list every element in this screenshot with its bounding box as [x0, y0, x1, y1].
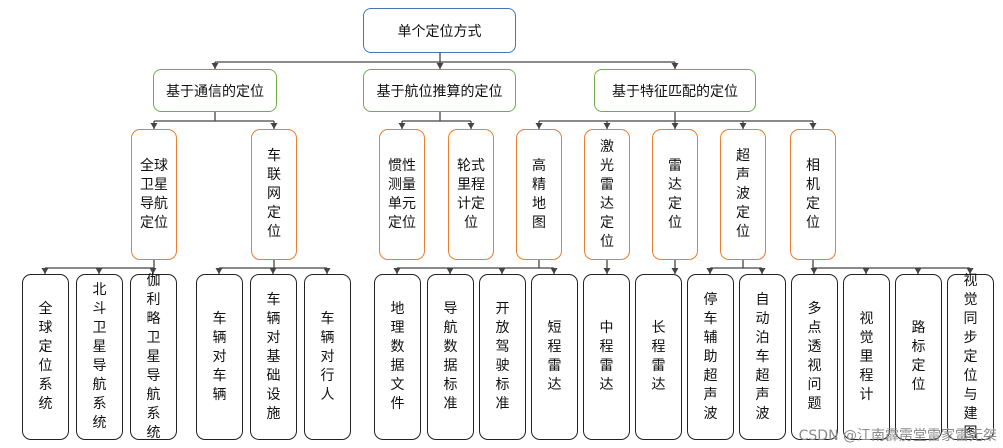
leaf-pnp: 多点透视问题: [791, 274, 838, 440]
leaf-galileo-label: 伽利略卫星导航系统: [146, 272, 161, 441]
leaf-landmark: 路标定位: [895, 274, 942, 440]
connector-arrowhead: [498, 268, 506, 274]
connector-arrowhead: [398, 123, 406, 129]
connector-arrowhead: [215, 268, 223, 274]
connector-arrowhead: [269, 268, 277, 274]
watermark: CSDN @江南霹雳堂雷家雷无桀: [798, 428, 997, 444]
connector-arrowhead: [603, 123, 611, 129]
leaf-v2i: 车辆对基础设施: [250, 274, 297, 440]
connector-arrowhead: [41, 268, 49, 274]
method-camera: 相机定位: [790, 129, 836, 260]
connector-arrowhead: [95, 268, 103, 274]
connector-arrowhead: [446, 268, 454, 274]
method-ultrasonic: 超声波定位: [720, 129, 766, 260]
method-lidar: 激光雷达定位: [584, 129, 630, 260]
method-hd-map-label: 高精地图: [532, 157, 546, 231]
connector-arrowhead: [914, 268, 922, 274]
leaf-v2p: 车辆对行人: [304, 274, 351, 440]
leaf-vslam: 视觉同步定位与建图: [947, 272, 994, 441]
method-imu: 惯性测量单元定位: [379, 129, 425, 260]
connector-arrowhead: [323, 268, 331, 274]
method-wheel-odometry: 轮式里程计定位: [448, 129, 494, 260]
connector-arrowhead: [150, 123, 158, 129]
connector-arrowhead: [671, 123, 679, 129]
leaf-gps: 全球定位系统: [22, 274, 69, 440]
leaf-v2v-label: 车辆对车辆: [212, 310, 227, 403]
leaf-short-range-radar-label: 短程雷达: [547, 320, 562, 393]
connector-arrowhead: [467, 123, 475, 129]
connector-arrowhead: [393, 268, 401, 274]
method-radar: 雷达定位: [652, 129, 698, 260]
method-v2x-label: 车联网定位: [267, 148, 281, 240]
leaf-short-range-radar: 短程雷达: [531, 274, 578, 440]
connector-arrowhead: [862, 268, 870, 274]
leaf-pnp-label: 多点透视问题: [807, 301, 822, 412]
leaf-mid-range-radar-label: 中程雷达: [599, 320, 614, 393]
connector-arrowhead: [270, 123, 278, 129]
method-lidar-label: 激光雷达定位: [600, 138, 614, 250]
leaf-galileo: 伽利略卫星导航系统: [130, 272, 177, 441]
leaf-beidou-label: 北斗卫星导航系统: [92, 282, 107, 431]
method-wheel-odometry-label: 轮式里程计定位: [457, 157, 485, 231]
leaf-visual-odometry-label: 视觉里程计: [859, 310, 874, 403]
connector-arrowhead: [603, 268, 611, 274]
connector-arrowhead: [671, 63, 679, 69]
leaf-long-range-radar: 长程雷达: [635, 274, 682, 440]
leaf-long-range-radar-label: 长程雷达: [651, 320, 666, 393]
leaf-parking-assist-ultrasonic-label: 停车辅助超声波: [703, 291, 718, 422]
method-camera-label: 相机定位: [806, 157, 820, 231]
leaf-opendrive: 开放驾驶标准: [479, 274, 526, 440]
method-gnss-label: 全球卫星导航定位: [140, 157, 168, 231]
leaf-opendrive-label: 开放驾驶标准: [495, 301, 510, 412]
leaf-nds-label: 导航数据标准: [443, 301, 458, 412]
method-hd-map: 高精地图: [516, 129, 562, 260]
leaf-nds: 导航数据标准: [427, 274, 474, 440]
connector-arrowhead: [550, 268, 558, 274]
leaf-gdf-label: 地理数据文件: [390, 301, 405, 412]
category-feature-matching: 基于特征匹配的定位: [594, 69, 756, 112]
method-gnss: 全球卫星导航定位: [131, 129, 177, 260]
leaf-mid-range-radar: 中程雷达: [583, 274, 630, 440]
leaf-auto-parking-ultrasonic: 自动泊车超声波: [739, 274, 786, 440]
connector-arrowhead: [706, 268, 714, 274]
leaf-vslam-label: 视觉同步定位与建图: [963, 272, 978, 441]
method-imu-label: 惯性测量单元定位: [388, 157, 416, 231]
method-radar-label: 雷达定位: [668, 157, 682, 231]
connector-arrowhead: [739, 123, 747, 129]
connector-arrowhead: [149, 268, 157, 274]
leaf-landmark-label: 路标定位: [911, 320, 926, 393]
leaf-gps-label: 全球定位系统: [38, 301, 53, 412]
connector-arrowhead: [436, 63, 444, 69]
leaf-v2v: 车辆对车辆: [196, 274, 243, 440]
connector-arrowhead: [758, 268, 766, 274]
leaf-beidou: 北斗卫星导航系统: [76, 274, 123, 440]
leaf-v2p-label: 车辆对行人: [320, 310, 335, 403]
method-v2x: 车联网定位: [251, 129, 297, 260]
connector-arrowhead: [211, 63, 219, 69]
category-dead-reckoning: 基于航位推算的定位: [363, 69, 516, 112]
method-ultrasonic-label: 超声波定位: [736, 148, 750, 240]
leaf-visual-odometry: 视觉里程计: [843, 274, 890, 440]
connector-arrowhead: [535, 123, 543, 129]
root-node: 单个定位方式: [363, 8, 516, 53]
leaf-auto-parking-ultrasonic-label: 自动泊车超声波: [755, 291, 770, 422]
leaf-parking-assist-ultrasonic: 停车辅助超声波: [687, 274, 734, 440]
category-communication: 基于通信的定位: [153, 69, 277, 112]
leaf-gdf: 地理数据文件: [374, 274, 421, 440]
connector-arrowhead: [809, 123, 817, 129]
connector-arrowhead: [810, 268, 818, 274]
leaf-v2i-label: 车辆对基础设施: [266, 291, 281, 422]
connector-arrowhead: [966, 268, 974, 274]
connector-arrowhead: [671, 268, 679, 274]
